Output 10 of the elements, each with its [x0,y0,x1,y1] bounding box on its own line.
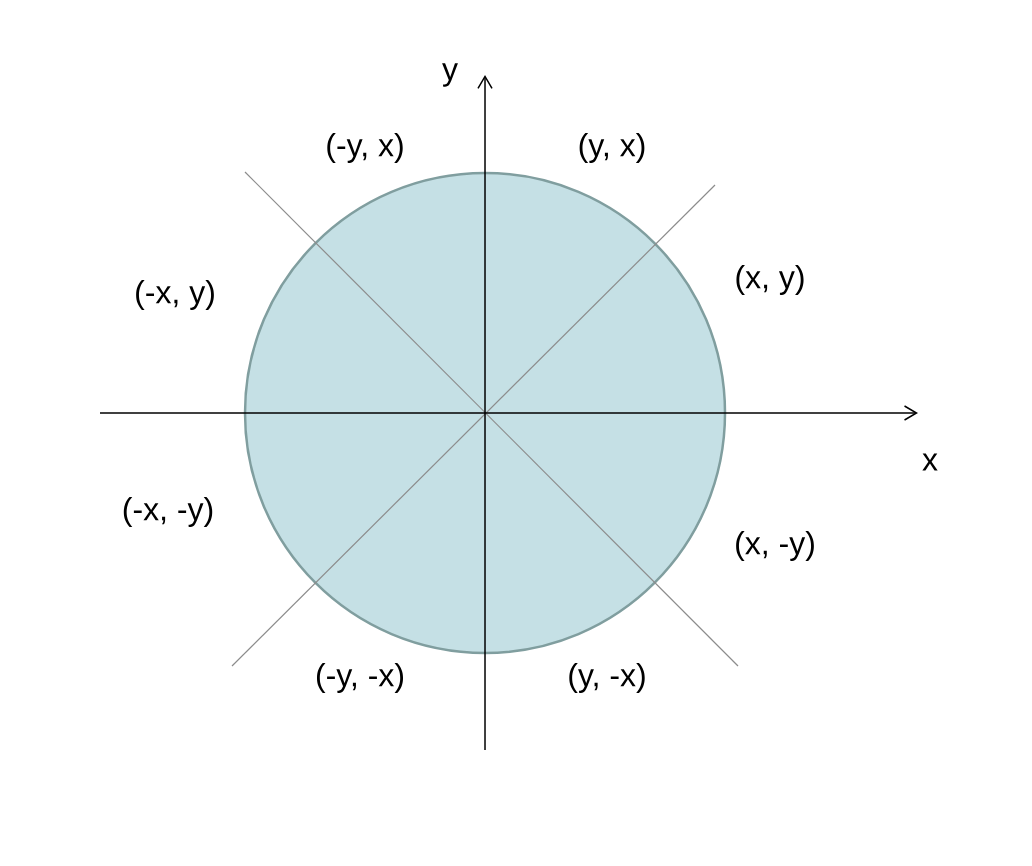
coordinate-label: (x, y) [736,265,804,295]
axis-label: x [922,453,938,471]
coordinate-label: (-y, -x) [317,663,404,693]
axis-label: y [442,63,458,87]
coordinate-label: (y, x) [579,133,645,163]
coordinate-label: (-x, -y) [123,497,213,527]
coordinate-label: (x, -y) [736,531,814,561]
coordinate-label: (y, -x) [569,663,645,693]
coordinate-label: (-x, y) [136,280,214,310]
coordinate-label: (-y, x) [327,133,403,163]
